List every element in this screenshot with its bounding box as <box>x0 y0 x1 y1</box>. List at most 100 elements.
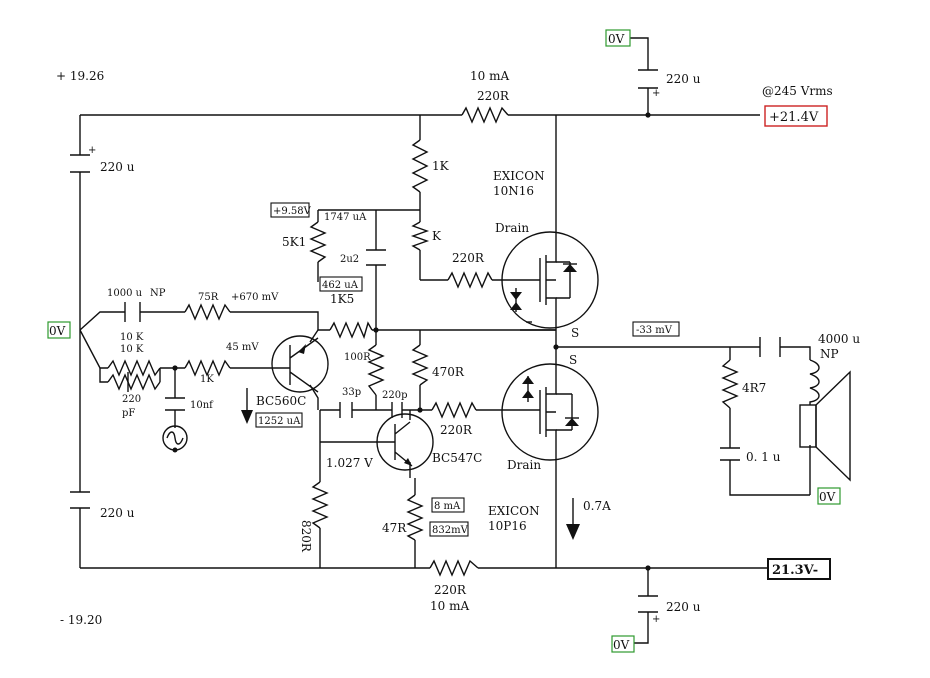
label-upper-brand: EXICON <box>493 169 545 183</box>
label-upper-source: S <box>571 326 579 340</box>
label-cap-pf: 220 <box>122 394 141 405</box>
label-v-node-input: +670 mV <box>231 292 279 303</box>
label-0v-input: 0V <box>49 324 66 338</box>
junction-dot <box>172 365 178 371</box>
cap-supply-bottom <box>638 595 658 613</box>
resistor-820r <box>311 481 329 529</box>
label-1k-input: 1K <box>200 374 214 385</box>
svg-text:+: + <box>652 88 660 99</box>
box-0v-input: 0V <box>47 321 71 339</box>
label-lower-gate-r: 220R <box>440 423 473 437</box>
box-0v-top: 0V <box>605 29 631 47</box>
box-vas-current: 8 mA <box>431 497 465 513</box>
label-1k5: 1K5 <box>330 292 354 306</box>
label-top-220r: 220R <box>477 89 510 103</box>
junction-dot <box>645 565 651 571</box>
svg-text:+: + <box>652 614 660 625</box>
label-cap-pf-unit: pF <box>122 408 135 419</box>
resistor-100r <box>367 344 385 396</box>
cap-2u2 <box>366 249 386 266</box>
label-10k-b: 10 K <box>120 344 144 355</box>
label-i-tail: 462 uA <box>322 280 359 291</box>
label-rail-cap-bottom: 220 u <box>100 506 135 520</box>
upper-mosfet <box>501 230 599 330</box>
bias-arrow-icon <box>241 388 253 424</box>
cap-input <box>124 302 141 322</box>
resistor-gate-lower <box>431 401 477 419</box>
bc547c-transistor <box>376 413 434 471</box>
label-4r7: 4R7 <box>742 381 766 395</box>
label-vas-node: 1.027 V <box>326 456 373 470</box>
label-output-cap: 4000 u <box>818 332 860 346</box>
junction-dots <box>172 112 651 571</box>
label-33p: 33p <box>342 387 361 398</box>
label-rail-cap-top: 220 u <box>100 160 135 174</box>
resistor-5k1 <box>309 221 327 263</box>
resistors <box>107 106 739 577</box>
label-vas-voltage: 832mV <box>432 525 469 536</box>
resistor-1k-top <box>411 139 429 193</box>
label-470r: 470R <box>432 365 465 379</box>
cap-33p <box>339 402 353 418</box>
box-minus-21v: 21.3V- <box>767 558 831 580</box>
label-lower-brand: EXICON <box>488 504 540 518</box>
box-vas-voltage: 832mV <box>429 521 469 537</box>
resistor-1k-input <box>184 359 231 377</box>
label-820r: 820R <box>299 520 313 553</box>
label-rail-top: + 19.26 <box>56 69 104 83</box>
label-top-cap: 220 u <box>666 72 701 86</box>
resistor-gate-upper <box>447 271 493 289</box>
label-v-base: 45 mV <box>226 342 259 353</box>
cap-output <box>759 337 781 357</box>
label-i-emitter: 1747 uA <box>324 212 367 223</box>
box-i-tail: 462 uA <box>319 276 363 292</box>
label-220p: 220p <box>382 390 408 401</box>
junction-dot <box>373 327 379 333</box>
label-minus-21v: 21.3V- <box>772 563 818 578</box>
label-vas-current: 8 mA <box>434 501 461 512</box>
box-plus-21v: +21.4V <box>764 105 828 127</box>
resistor-top-220r <box>461 106 509 124</box>
label-plus-21v: +21.4V <box>769 110 819 125</box>
labels: + 19.26 - 19.20 10 mA 220R 220 u @245 Vr… <box>56 69 860 627</box>
label-bc560c: BC560C <box>256 394 306 408</box>
label-bottom-220r: 220R <box>434 583 467 597</box>
resistor-k <box>410 221 430 251</box>
resistor-4r7 <box>721 359 739 409</box>
output-current-arrow-icon <box>566 498 580 540</box>
box-offset: -33 mV <box>632 321 680 337</box>
label-top-current: 10 mA <box>470 69 509 83</box>
label-offset: -33 mV <box>636 325 673 336</box>
label-bottom-cap: 220 u <box>666 600 701 614</box>
label-i-collector: 1252 uA <box>258 416 301 427</box>
svg-text:+: + <box>88 145 96 156</box>
label-1k-top: 1K <box>432 159 450 173</box>
label-bias-current: 0.7A <box>583 499 611 513</box>
junction-dot <box>417 407 423 413</box>
label-zobel-cap: 0. 1 u <box>746 450 781 464</box>
label-output-np: NP <box>820 347 839 361</box>
label-10k-a: 10 K <box>120 332 144 343</box>
junction-dot <box>553 344 559 350</box>
label-100r: 100R <box>344 352 371 363</box>
label-upper-drain: Drain <box>495 221 529 235</box>
cap-supply-top <box>638 69 658 89</box>
label-10nf: 10nf <box>190 400 214 411</box>
resistor-1k5 <box>329 321 373 340</box>
resistor-10k-a <box>107 359 161 377</box>
label-47r: 47R <box>382 521 407 535</box>
lower-mosfet <box>501 363 599 462</box>
label-75r: 75R <box>198 292 219 303</box>
label-lower-source: S <box>569 353 577 367</box>
label-0v-top: 0V <box>608 32 625 46</box>
box-v-emitter: +9.58V <box>270 202 312 218</box>
label-bottom-current: 10 mA <box>430 599 469 613</box>
wires <box>79 37 811 644</box>
label-lower-part: 10P16 <box>488 519 527 533</box>
label-2u2: 2u2 <box>340 254 359 265</box>
box-0v-output: 0V <box>817 487 841 505</box>
cap-10nf <box>165 397 185 411</box>
cap-zobel <box>720 447 740 461</box>
